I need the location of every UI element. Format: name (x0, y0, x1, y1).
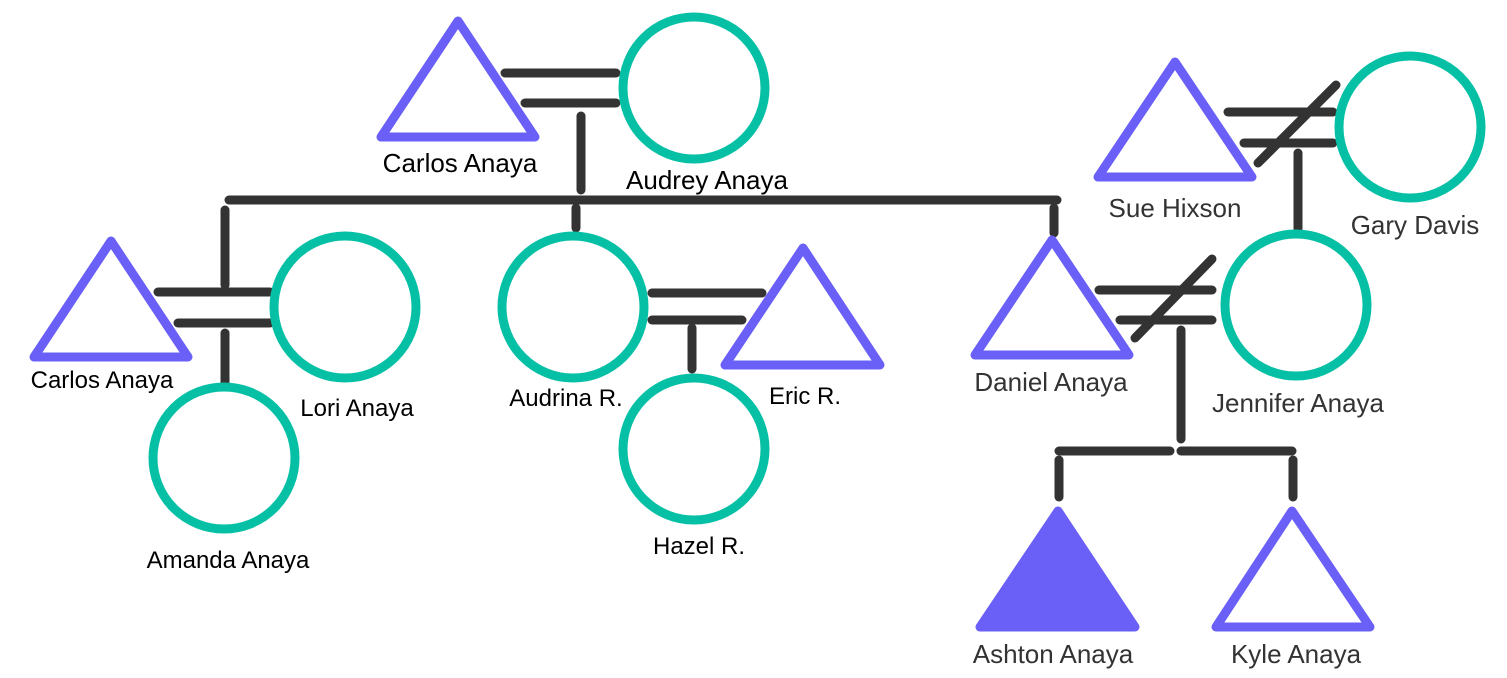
label-carlos-jr: Carlos Anaya (31, 367, 174, 394)
label-carlos-sr: Carlos Anaya (383, 148, 538, 178)
male-node-ashton-affected[interactable] (975, 506, 1140, 632)
female-node-audrina[interactable] (497, 231, 649, 383)
male-node-carlos-sr[interactable] (376, 16, 540, 142)
connector-lines (153, 68, 1341, 502)
female-node-hazel[interactable] (618, 373, 770, 525)
label-ashton: Ashton Anaya (973, 639, 1134, 669)
label-audrina: Audrina R. (509, 385, 622, 412)
male-node-eric[interactable] (720, 243, 885, 370)
label-sue: Sue Hixson (1109, 193, 1242, 223)
male-node-sue[interactable] (1093, 57, 1257, 182)
female-node-amanda[interactable] (148, 382, 300, 534)
label-daniel: Daniel Anaya (974, 367, 1128, 397)
label-audrey: Audrey Anaya (626, 165, 788, 195)
label-eric: Eric R. (769, 383, 841, 410)
male-node-daniel[interactable] (970, 235, 1134, 360)
female-node-lori[interactable] (269, 231, 421, 383)
person-nodes (29, 12, 1486, 632)
label-gary: Gary Davis (1351, 210, 1480, 240)
divorce-slash-daniel-jennifer (1130, 254, 1217, 343)
male-node-kyle[interactable] (1211, 506, 1375, 632)
male-node-carlos-jr[interactable] (29, 236, 193, 362)
label-jennifer: Jennifer Anaya (1212, 388, 1385, 418)
label-hazel: Hazel R. (653, 533, 745, 560)
name-labels: Carlos Anaya Audrey Anaya Carlos Anaya L… (31, 148, 1480, 669)
female-node-gary[interactable] (1334, 51, 1486, 203)
divorce-slash-sue-gary (1253, 80, 1341, 168)
label-lori: Lori Anaya (300, 395, 414, 422)
female-node-jennifer[interactable] (1220, 229, 1372, 381)
female-node-audrey[interactable] (618, 12, 770, 164)
label-kyle: Kyle Anaya (1231, 639, 1362, 669)
label-amanda: Amanda Anaya (147, 547, 310, 574)
